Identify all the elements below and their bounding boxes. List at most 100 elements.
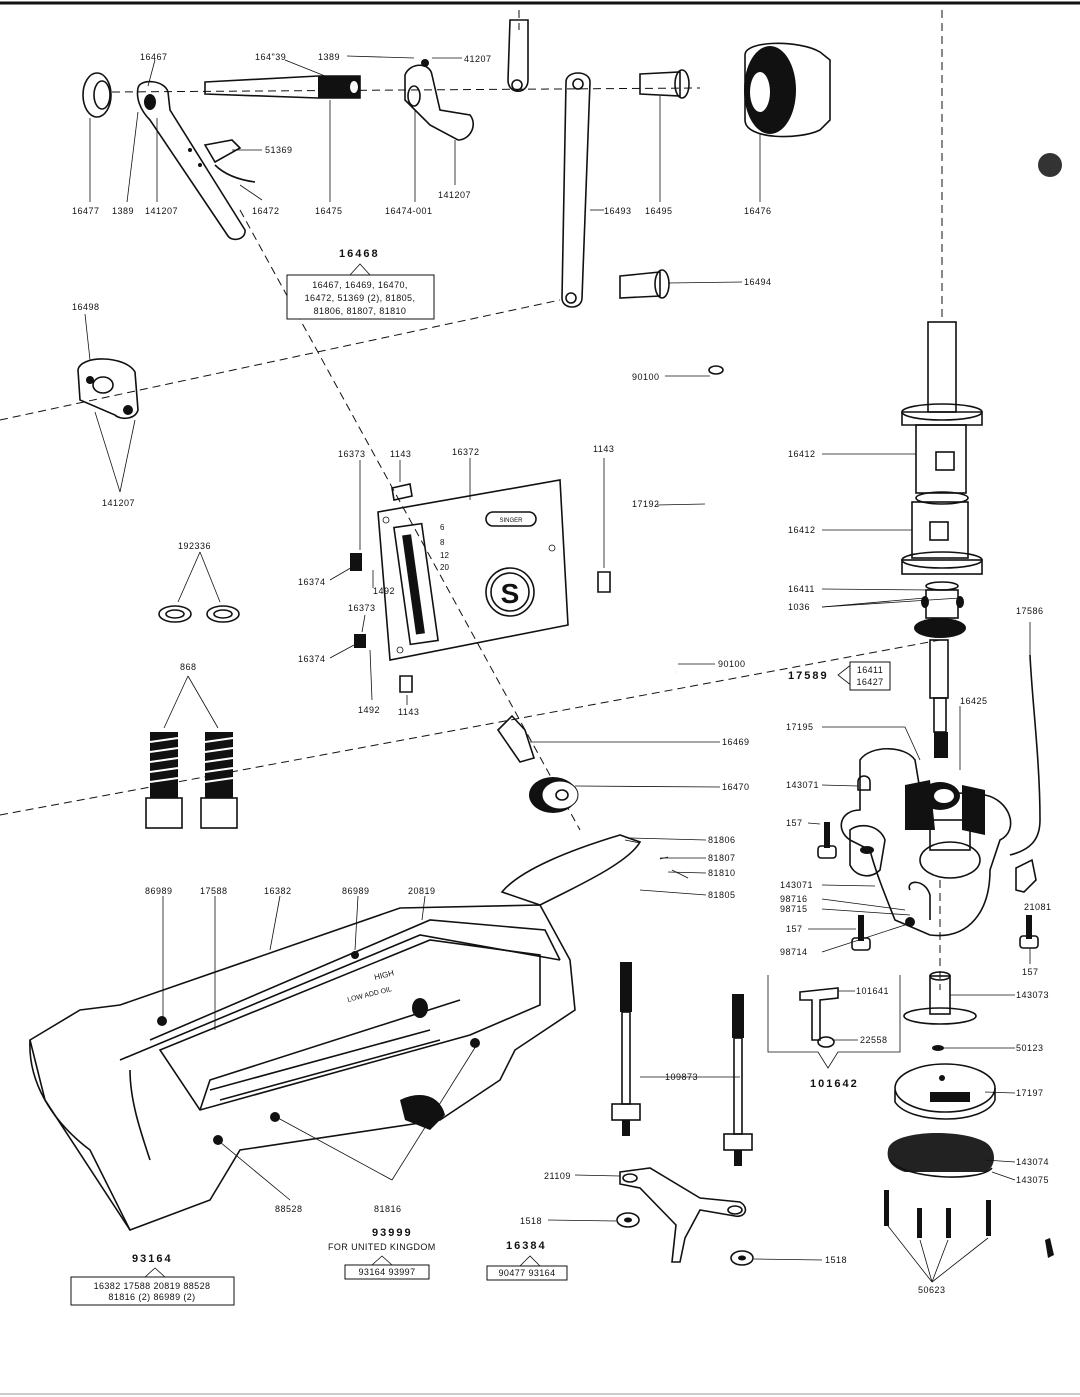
gauge-mark-8: 8 — [440, 538, 445, 547]
label-141207-b: 141207 — [438, 190, 471, 200]
label-143073: 143073 — [1016, 990, 1049, 1000]
label-157-c: 157 — [1022, 967, 1039, 977]
key-101641 — [799, 987, 839, 1048]
oilpan-low-mark: LOW ADD OIL — [347, 986, 393, 1004]
label-17197: 17197 — [1016, 1088, 1044, 1098]
assembly-17589-line-1: 16411 — [857, 665, 883, 675]
label-98716: 98716 — [780, 894, 808, 904]
label-41207: 41207 — [464, 54, 492, 64]
label-1389-top: 1389 — [318, 52, 340, 62]
shaft-143073 — [903, 971, 977, 1025]
label-17195: 17195 — [786, 722, 814, 732]
assembly-93164-line-2: 81816 (2) 86989 (2) — [108, 1292, 195, 1302]
shaft-16475 — [204, 75, 361, 99]
link-16493 — [507, 19, 591, 308]
label-1143-b: 1143 — [593, 444, 614, 454]
stitch-plate-16372: SINGER S 6 8 12 20 — [377, 479, 569, 661]
label-16373-a: 16373 — [338, 449, 366, 459]
label-1518-b: 1518 — [825, 1255, 847, 1265]
center-lines — [0, 10, 943, 990]
label-143075: 143075 — [1016, 1175, 1049, 1185]
assembly-16468: 16468 16467, 16469, 16470, 16472, 51369 … — [286, 248, 435, 320]
pin-143071 — [857, 775, 871, 791]
label-157-a: 157 — [786, 818, 803, 828]
plate-17197 — [894, 1063, 996, 1120]
label-16412-a: 16412 — [788, 449, 816, 459]
assembly-16468-line-1: 16467, 16469, 16470, — [312, 280, 408, 290]
clip-21081 — [1015, 858, 1037, 893]
gauge-mark-20: 20 — [440, 563, 449, 572]
bracket-21109 — [619, 1167, 747, 1263]
label-16474-001: 16474-001 — [385, 206, 433, 216]
label-81810: 81810 — [708, 868, 736, 878]
bushing-16477 — [82, 72, 112, 118]
assembly-16384-line-1: 90477 93164 — [499, 1268, 556, 1278]
nuts-1518 — [616, 1212, 754, 1266]
stud-16494 — [619, 269, 670, 299]
screw-157-b — [851, 915, 871, 951]
label-16495: 16495 — [645, 206, 673, 216]
label-16412-b: 16412 — [788, 525, 816, 535]
label-16477: 16477 — [72, 206, 100, 216]
screw-16469 — [496, 714, 536, 763]
oilpan-high-mark: HIGH — [373, 968, 395, 982]
oil-tube-17192 — [671, 365, 724, 674]
label-16469: 16469 — [722, 737, 750, 747]
label-16425: 16425 — [960, 696, 988, 706]
label-20819: 20819 — [408, 886, 436, 896]
label-1492-a: 1492 — [373, 586, 395, 596]
label-90100-a: 90100 — [632, 372, 660, 382]
screw-157-c — [1019, 915, 1039, 949]
label-16498: 16498 — [72, 302, 100, 312]
label-141207-a: 141207 — [145, 206, 178, 216]
screws-868 — [145, 732, 238, 829]
label-16475: 16475 — [315, 206, 343, 216]
label-50623: 50623 — [918, 1285, 946, 1295]
label-192336: 192336 — [178, 541, 211, 551]
bushing-16476 — [744, 42, 831, 138]
nut-16470 — [529, 777, 579, 813]
studs-109873 — [611, 962, 753, 1166]
label-81806: 81806 — [708, 835, 736, 845]
assembly-93999-subtitle: FOR UNITED KINGDOM — [328, 1242, 436, 1252]
bracket-101642 — [767, 975, 901, 1069]
label-88528: 88528 — [275, 1204, 303, 1214]
leader-lines — [84, 55, 1031, 1283]
assembly-93164-title: 93164 — [132, 1253, 173, 1265]
label-868: 868 — [180, 662, 197, 672]
margin-blot — [1038, 153, 1062, 177]
screw-157-a — [817, 822, 837, 859]
label-16472: 16472 — [252, 206, 280, 216]
label-1389: 1389 — [112, 206, 134, 216]
crank-arm-16467 — [136, 80, 246, 241]
label-21081: 21081 — [1024, 902, 1052, 912]
label-16372: 16372 — [452, 447, 480, 457]
label-17588: 17588 — [200, 886, 228, 896]
label-86989-a: 86989 — [145, 886, 173, 896]
label-90100-b: 90100 — [718, 659, 746, 669]
rocker-16474 — [404, 59, 474, 141]
label-98715: 98715 — [780, 904, 808, 914]
assembly-93999: 93999 FOR UNITED KINGDOM 93164 93997 — [328, 1227, 436, 1280]
assembly-17589-title: 17589 — [788, 670, 829, 682]
label-16382: 16382 — [264, 886, 292, 896]
label-1143-a: 1143 — [390, 449, 411, 459]
label-1492-b: 1492 — [358, 705, 380, 715]
label-157-b: 157 — [786, 924, 803, 934]
label-143071-a: 143071 — [786, 780, 819, 790]
spring-16472 — [214, 164, 256, 183]
label-81805: 81805 — [708, 890, 736, 900]
pump-parts-center — [496, 714, 689, 906]
label-16373-b: 16373 — [348, 603, 376, 613]
label-1143-c: 1143 — [398, 707, 419, 717]
assembly-101642-title: 101642 — [810, 1078, 859, 1090]
clamp-51369 — [203, 139, 242, 164]
assembly-16384-title: 16384 — [506, 1240, 547, 1252]
label-51369: 51369 — [265, 145, 293, 155]
assembly-93164-line-1: 16382 17588 20819 88528 — [94, 1281, 211, 1291]
gauge-mark-12: 12 — [440, 551, 449, 560]
label-1036: 1036 — [788, 602, 810, 612]
label-98714: 98714 — [780, 947, 808, 957]
margin-mark — [1045, 1238, 1054, 1258]
